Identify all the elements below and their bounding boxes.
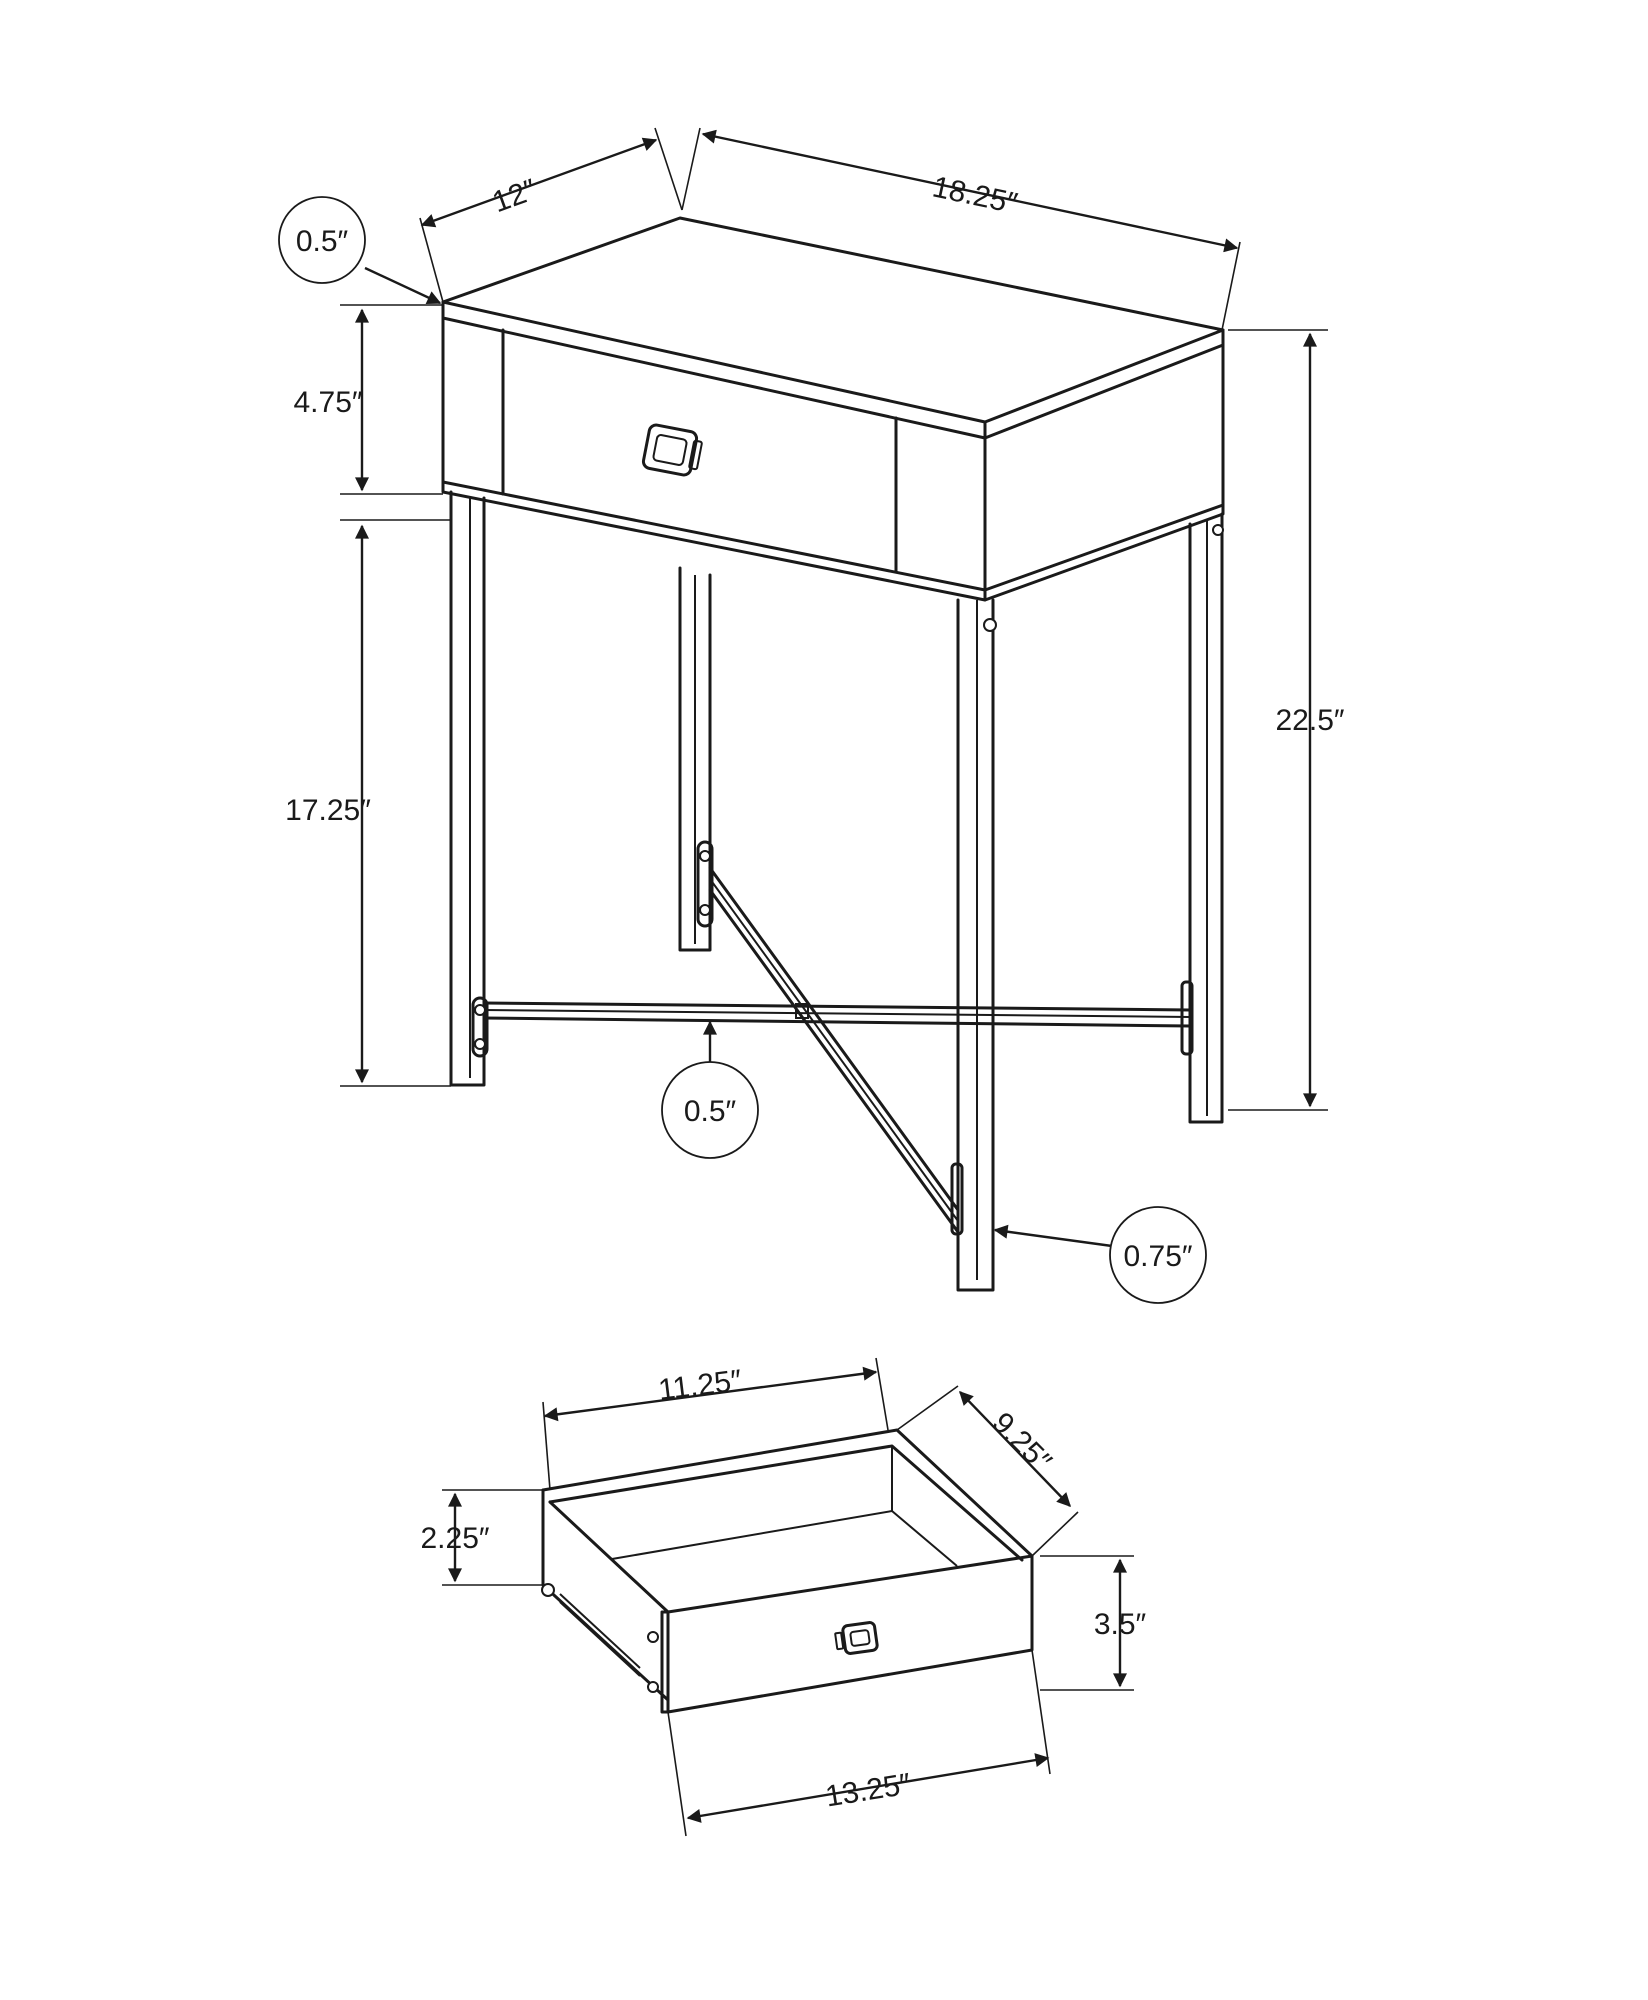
label-top-thickness: 0.5″ [296, 225, 349, 258]
dimension-lines [340, 127, 1328, 1248]
label-drawer-depth: 9.25″ [986, 1406, 1058, 1478]
leg-back-left [678, 566, 712, 952]
drawer-dimension-lines [442, 1357, 1134, 1837]
bolt-icon [1212, 524, 1224, 536]
callout-leg-width: 0.75″ [1109, 1206, 1207, 1304]
dimension-labels: 12″ 18.25″ 4.75″ 17.25″ 22.5″ [285, 170, 1345, 827]
table-drawing: 12″ 18.25″ 4.75″ 17.25″ 22.5″ 0.5″ 0.5″ … [278, 127, 1345, 1304]
bolt-icon [983, 618, 997, 632]
label-leg-height: 17.25″ [285, 794, 371, 827]
label-drawer-front-width: 13.25″ [823, 1767, 913, 1813]
drawer-drawing: 11.25″ 9.25″ 2.25″ 3.5″ 13.25″ [420, 1357, 1147, 1837]
label-drawer-front-height: 3.5″ [1094, 1608, 1147, 1641]
label-leg-width: 0.75″ [1123, 1240, 1192, 1273]
drawer-front-panel [660, 1554, 1034, 1714]
bolt-icon [474, 1004, 486, 1016]
label-drawer-inner-width: 11.25″ [657, 1364, 744, 1407]
bolt-icon [647, 1631, 659, 1643]
square-handle-icon [834, 1621, 879, 1655]
label-apron-height: 4.75″ [293, 386, 362, 419]
table-legs [449, 490, 1224, 1292]
stretchers [482, 866, 1192, 1234]
bolt-icon [699, 904, 711, 916]
label-table-width: 18.25″ [930, 170, 1021, 220]
label-table-depth: 12″ [488, 173, 541, 219]
drawer-dimension-labels: 11.25″ 9.25″ 2.25″ 3.5″ 13.25″ [420, 1364, 1146, 1814]
bolt-icon [699, 850, 711, 862]
leg-back-right [1188, 512, 1224, 1124]
callout-top-thickness: 0.5″ [278, 196, 366, 284]
bolt-icon [474, 1038, 486, 1050]
leg-front-right [956, 598, 995, 1292]
drawer-front [501, 328, 898, 574]
bolt-icon [647, 1681, 659, 1693]
tabletop [441, 216, 1225, 440]
callout-stretcher-thickness: 0.5″ [661, 1061, 759, 1159]
bolt-icon [541, 1583, 555, 1597]
square-handle-icon [641, 423, 703, 477]
drawer-box [541, 1428, 1034, 1714]
leg-front-left [449, 490, 486, 1087]
label-total-height: 22.5″ [1275, 704, 1344, 737]
cabinet-body [441, 316, 1225, 602]
label-stretcher-thickness: 0.5″ [684, 1095, 737, 1128]
stretcher-brackets [471, 840, 1194, 1236]
label-drawer-side-height: 2.25″ [420, 1522, 489, 1555]
